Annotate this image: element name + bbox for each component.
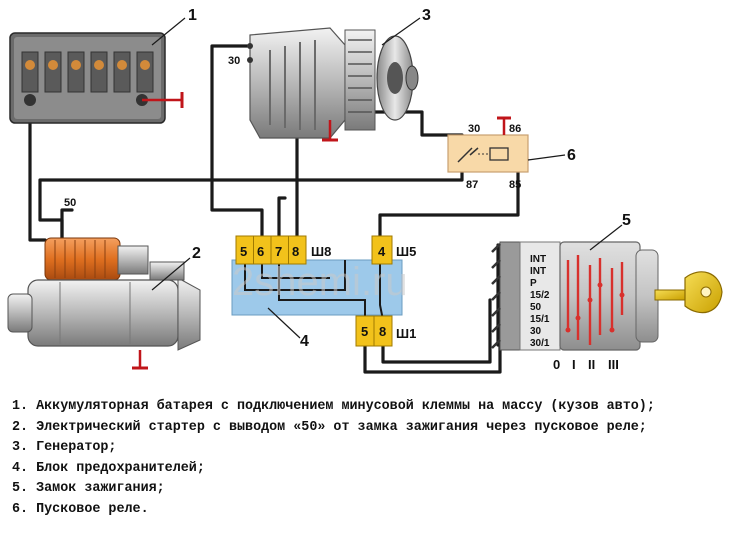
wire-fuse-7	[277, 196, 287, 238]
terminal-relay-30: 30	[468, 123, 480, 135]
callout-leaders	[151, 17, 623, 339]
wire-battery-starter	[28, 90, 47, 242]
ignition-pin: 15/2	[530, 290, 550, 301]
fuse-pin: 8	[292, 244, 299, 259]
wire-relay87-starter	[38, 168, 464, 242]
connector-label-sh8: Ш8	[311, 244, 331, 259]
legend-item: 4. Блок предохранителей;	[12, 460, 205, 476]
fuse-pin: 8	[379, 324, 386, 339]
wire-sh1-8	[381, 298, 492, 364]
ignition-position: I	[572, 357, 576, 372]
legend-list: 1. Аккумуляторная батарея с подключением…	[12, 397, 655, 521]
ignition-pin: 30	[530, 326, 542, 337]
connector-label-sh1: Ш1	[396, 326, 416, 341]
legend-item: 3. Генератор;	[12, 440, 117, 456]
start-relay	[447, 116, 529, 173]
ignition-pin: 15/1	[530, 314, 550, 325]
callout-5: 5	[622, 212, 631, 229]
callout-1: 1	[188, 7, 197, 24]
watermark: 2shemi.ru	[232, 260, 408, 304]
terminal-starter-50: 50	[64, 197, 76, 209]
legend-item: 1. Аккумуляторная батарея с подключением…	[12, 399, 655, 414]
wire-relay85-sh5	[378, 168, 520, 238]
ignition-pin: INT	[530, 254, 546, 265]
connector-label-sh5: Ш5	[396, 244, 416, 259]
callout-4: 4	[300, 333, 309, 350]
connector-sh5	[371, 235, 393, 265]
fuse-pin: 6	[257, 244, 264, 259]
callout-6: 6	[567, 147, 576, 164]
ignition-position: 0	[553, 357, 560, 372]
wire-generator-fuse	[210, 44, 264, 238]
generator	[247, 27, 419, 142]
fuse-pin: 7	[275, 244, 282, 259]
fuse-pin: 5	[361, 324, 368, 339]
wire-relay30-fuse	[295, 110, 464, 238]
ignition-pin: 30/1	[530, 338, 550, 349]
battery	[9, 32, 184, 124]
terminal-relay-85: 85	[509, 179, 521, 191]
fuse-pin: 5	[240, 244, 247, 259]
ignition-pin: 50	[530, 302, 542, 313]
ignition-position: III	[608, 357, 619, 372]
wires	[28, 44, 520, 374]
legend-item: 5. Замок зажигания;	[12, 481, 165, 497]
terminal-generator-30: 30	[228, 55, 240, 67]
ignition-pin: P	[530, 278, 537, 289]
starter	[7, 237, 201, 370]
ignition-position: II	[588, 357, 595, 372]
fuse-pin: 4	[378, 244, 386, 259]
wire-starter-50	[60, 208, 74, 244]
callout-3: 3	[422, 7, 431, 24]
connector-sh1	[355, 315, 393, 347]
wiring-diagram: 1 2 3 4 5 6 30 50 30 86 87 85 Ш8 Ш5 Ш1 5…	[7, 7, 723, 374]
terminal-relay-86: 86	[509, 123, 521, 135]
ignition-pin: INT	[530, 266, 546, 277]
ignition-switch	[491, 241, 723, 351]
ignition-key-icon	[654, 271, 723, 314]
terminal-relay-87: 87	[466, 179, 478, 191]
legend-item: 2. Электрический стартер с выводом «50» …	[12, 419, 647, 435]
connector-sh8	[235, 235, 307, 265]
legend-item: 6. Пусковое реле.	[12, 501, 149, 517]
fuse-block	[231, 259, 403, 321]
callout-2: 2	[192, 245, 201, 262]
